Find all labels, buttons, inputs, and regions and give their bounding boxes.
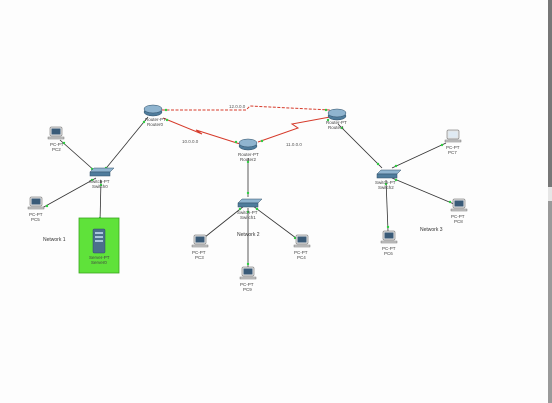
pc8-node[interactable]: PC-PT PC8 bbox=[450, 198, 468, 224]
link-router0-router2[interactable] bbox=[162, 117, 241, 145]
switch1-node[interactable]: Switch-PT Switch1 bbox=[237, 198, 263, 220]
pc9-name: PC9 bbox=[243, 287, 252, 292]
router0-node[interactable]: Router-PT Router0 bbox=[143, 104, 166, 127]
link-router1-switch2[interactable] bbox=[337, 123, 383, 169]
pc7-node[interactable]: PC-PT PC7 bbox=[444, 129, 462, 155]
router2-type: Router-PT bbox=[238, 152, 259, 157]
link-label-10: 10.0.0.0 bbox=[182, 139, 199, 144]
link-switch0-server0[interactable] bbox=[99, 179, 102, 223]
link-switch1-pc3[interactable] bbox=[199, 205, 245, 242]
link-router2-router1[interactable] bbox=[257, 116, 331, 143]
scrollbar-lower[interactable] bbox=[548, 201, 552, 403]
server0-type: Server-PT bbox=[89, 255, 110, 260]
switch2-type: Switch-PT bbox=[375, 180, 396, 185]
pc9-node[interactable]: PC-PT PC9 bbox=[239, 266, 257, 292]
switch0-node[interactable]: Switch-PT Switch0 bbox=[89, 167, 115, 189]
server0-name: Server0 bbox=[91, 260, 107, 265]
pc9-type: PC-PT bbox=[240, 282, 254, 287]
switch2-name: Switch2 bbox=[378, 185, 394, 190]
link-label-12: 12.0.0.0 bbox=[229, 104, 246, 109]
link-pc5-switch0[interactable] bbox=[41, 177, 97, 209]
pc2-name: PC2 bbox=[52, 147, 61, 152]
switch1-type: Switch-PT bbox=[237, 210, 258, 215]
pc5-name: PC5 bbox=[31, 217, 40, 222]
pc5-node[interactable]: PC-PT PC5 bbox=[27, 196, 45, 222]
pc4-node[interactable]: PC-PT PC4 bbox=[293, 234, 311, 260]
pc6-node[interactable]: PC-PT PC6 bbox=[380, 230, 398, 256]
router1-node[interactable]: Router-PT Router1 bbox=[326, 108, 347, 130]
link-pc2-switch0[interactable] bbox=[59, 139, 97, 173]
switch0-type: Switch-PT bbox=[89, 179, 110, 184]
router0-name: Router0 bbox=[147, 122, 164, 127]
network-2-label: Network 2 bbox=[237, 232, 260, 238]
ethernet-links bbox=[41, 116, 455, 268]
link-router0-router1[interactable] bbox=[162, 105, 331, 111]
scrollbar-upper[interactable] bbox=[548, 0, 552, 187]
switch-icon bbox=[237, 198, 263, 204]
pc4-name: PC4 bbox=[297, 255, 306, 260]
link-switch2-pc8[interactable] bbox=[391, 177, 455, 205]
pc2-type: PC-PT bbox=[50, 142, 64, 147]
switch0-name: Switch0 bbox=[92, 184, 108, 189]
switch2-node[interactable]: Switch-PT Switch2 bbox=[375, 169, 402, 190]
switch-icon bbox=[376, 169, 402, 175]
pc3-node[interactable]: PC-PT PC3 bbox=[191, 234, 209, 260]
pc4-type: PC-PT bbox=[294, 250, 308, 255]
link-switch2-pc6[interactable] bbox=[385, 179, 389, 232]
pc6-type: PC-PT bbox=[382, 246, 396, 251]
switch-icon bbox=[89, 167, 115, 173]
network-3-label: Network 3 bbox=[420, 227, 443, 233]
pc8-name: PC8 bbox=[454, 219, 463, 224]
pc7-name: PC7 bbox=[448, 150, 457, 155]
link-switch1-pc4[interactable] bbox=[252, 205, 301, 242]
pc5-type: PC-PT bbox=[29, 212, 43, 217]
router2-name: Router2 bbox=[240, 157, 257, 162]
switch1-name: Switch1 bbox=[240, 215, 256, 220]
router0-type: Router-PT bbox=[145, 117, 166, 122]
pc8-type: PC-PT bbox=[451, 214, 465, 219]
link-switch2-pc7[interactable] bbox=[391, 142, 447, 169]
network-1-label: Network 1 bbox=[43, 237, 66, 243]
link-label-11: 11.0.0.0 bbox=[286, 142, 302, 147]
router1-type: Router-PT bbox=[326, 120, 347, 125]
serial-links bbox=[162, 105, 331, 145]
pc3-name: PC3 bbox=[195, 255, 204, 260]
pc2-node[interactable]: PC-PT PC2 bbox=[47, 126, 65, 152]
pc7-type: PC-PT bbox=[446, 145, 460, 150]
link-router0-switch0[interactable] bbox=[102, 116, 149, 173]
server0-node[interactable]: Server-PT Server0 bbox=[78, 217, 120, 274]
router1-name: Router1 bbox=[328, 125, 345, 130]
scrollbar-gap bbox=[548, 187, 552, 201]
pc3-type: PC-PT bbox=[192, 250, 206, 255]
router2-node[interactable]: Router-PT Router2 bbox=[238, 138, 259, 162]
pc6-name: PC6 bbox=[384, 251, 393, 256]
